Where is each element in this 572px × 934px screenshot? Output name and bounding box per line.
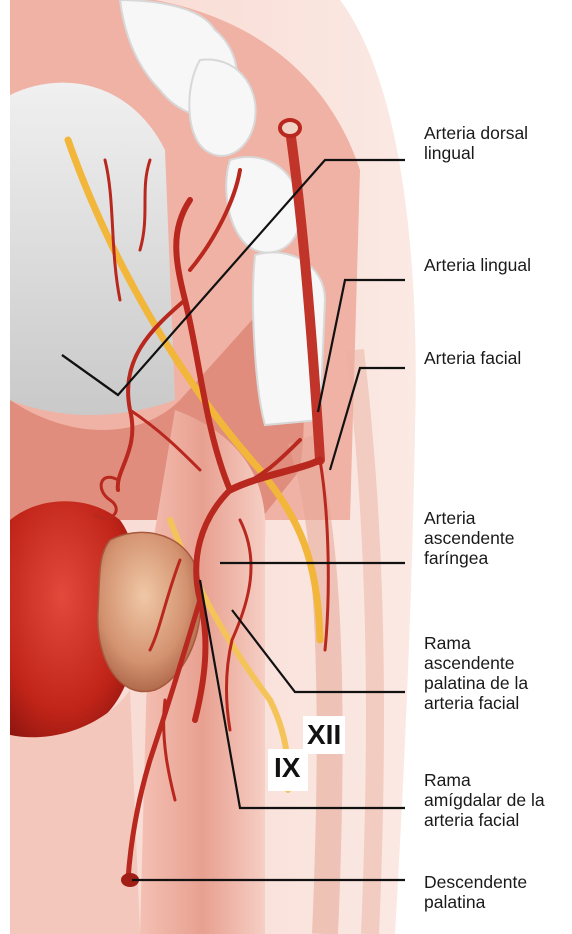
artery-cut-end xyxy=(280,120,300,136)
label-arteria-lingual: Arteria lingual xyxy=(424,255,570,275)
nerve-label-ix: IX xyxy=(268,749,308,791)
label-rama-amigdalar: Rama amígdalar de la arteria facial xyxy=(424,770,570,830)
label-arteria-ascendente-faringea: Arteria ascendente faríngea xyxy=(424,508,570,568)
label-arteria-facial: Arteria facial xyxy=(424,348,570,368)
oral-cavity-grey xyxy=(10,83,175,415)
label-rama-ascendente-palatina: Rama ascendente palatina de la arteria f… xyxy=(424,633,570,713)
nerve-label-xii: XII xyxy=(303,716,345,754)
label-arteria-dorsal-lingual: Arteria dorsal lingual xyxy=(424,123,570,163)
label-descendente-palatina: Descendente palatina xyxy=(424,872,570,912)
